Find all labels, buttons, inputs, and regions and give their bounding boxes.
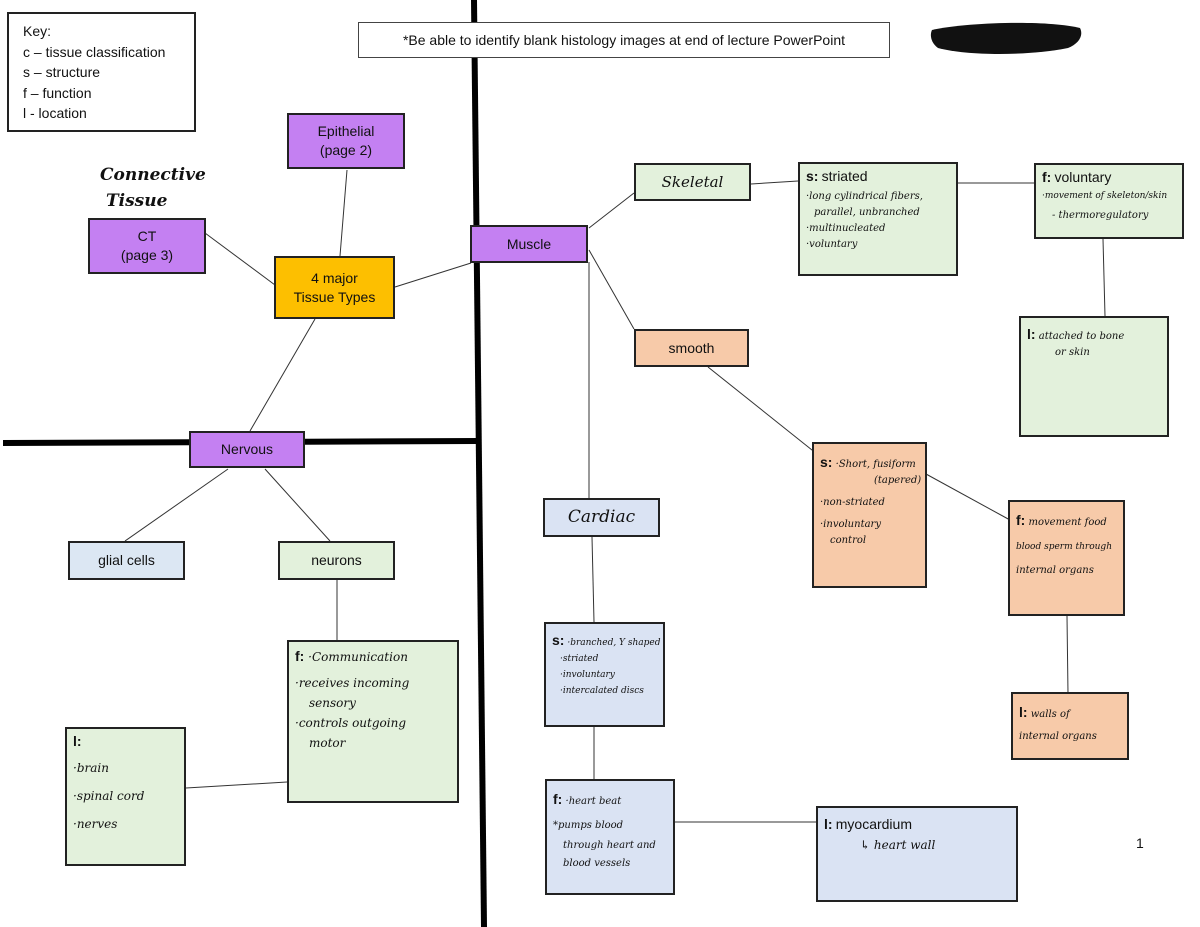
link-center-nervous xyxy=(249,318,316,432)
key-item: s – structure xyxy=(23,64,101,80)
cardiac-location-note: l: myocardium ↳ heart wall xyxy=(816,806,1018,902)
skeletal-function-note: f: voluntary ·movement of skeleton/skin … xyxy=(1034,163,1184,239)
link-muscle-smooth xyxy=(588,249,635,330)
skeletal-structure-note: s: striated ·long cylindrical fibers, pa… xyxy=(798,162,958,276)
link-nervous-glial xyxy=(124,468,229,542)
nervous-node: Nervous xyxy=(189,431,305,468)
smooth-function-note: f: movement food blood sperm through int… xyxy=(1008,500,1125,616)
ct-node: CT (page 3) xyxy=(88,218,206,274)
link-nervous-neurons xyxy=(264,468,331,542)
skeletal-node: Skeletal xyxy=(634,163,751,201)
key-item: f – function xyxy=(23,84,92,101)
link-smooth-s xyxy=(707,366,823,459)
vertical-divider xyxy=(471,0,487,927)
link-neuron-f-l xyxy=(185,781,288,789)
skeletal-location-note: l: attached to bone or skin xyxy=(1019,316,1169,437)
smooth-location-note: l: walls of internal organs xyxy=(1011,692,1129,760)
connective-tissue-handwritten-label: Connective Tissue xyxy=(100,165,206,211)
cardiac-node: Cardiac xyxy=(543,498,660,537)
link-smooth-s-f xyxy=(925,473,1011,521)
link-center-muscle xyxy=(394,262,472,288)
cardiac-structure-note: s: ·branched, Y shaped ·striated ·involu… xyxy=(544,622,665,727)
instruction-banner: *Be able to identify blank histology ima… xyxy=(358,22,890,58)
muscle-node: Muscle xyxy=(470,225,588,263)
link-skeletal-s xyxy=(750,180,799,185)
link-skeletal-f-l xyxy=(1102,238,1106,317)
link-smooth-f-l xyxy=(1066,615,1069,695)
neuron-location-note: l: ·brain ·spinal cord ·nerves xyxy=(65,727,186,866)
link-cardiac-s xyxy=(591,536,595,623)
link-center-epithelial xyxy=(339,169,348,257)
smooth-structure-note: s: ·Short, fusiform (tapered) ·non-stria… xyxy=(812,442,927,588)
smooth-node: smooth xyxy=(634,329,749,367)
glial-cells-node: glial cells xyxy=(68,541,185,580)
epithelial-node: Epithelial (page 2) xyxy=(287,113,405,169)
four-major-tissue-types-node: 4 major Tissue Types xyxy=(274,256,395,319)
neurons-node: neurons xyxy=(278,541,395,580)
legend-key: Key: c – tissue classification s – struc… xyxy=(7,12,196,132)
neuron-function-note: f: ·Communication ·receives incoming sen… xyxy=(287,640,459,803)
key-item: c – tissue classification xyxy=(23,43,166,60)
page-number: 1 xyxy=(1136,835,1144,851)
link-center-ct xyxy=(204,232,276,286)
link-muscle-skeletal xyxy=(588,192,635,229)
redaction-scribble xyxy=(930,22,1082,54)
cardiac-function-note: f: ·heart beat *pumps blood through hear… xyxy=(545,779,675,895)
key-item: l - location xyxy=(23,105,87,121)
key-title: Key: xyxy=(23,23,52,39)
